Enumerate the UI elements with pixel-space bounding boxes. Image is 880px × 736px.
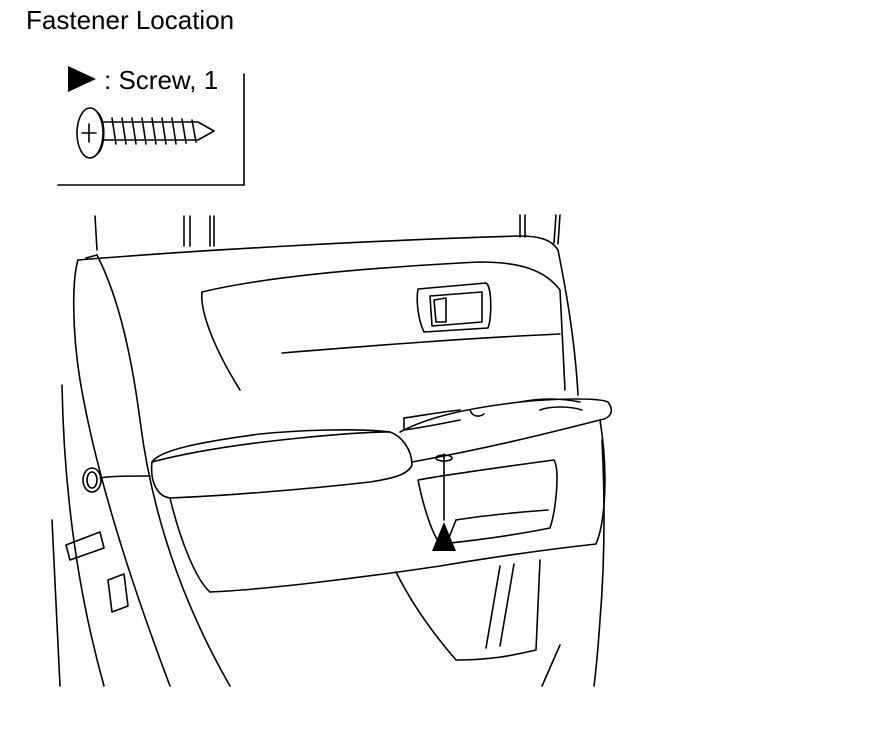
legend-label: : Screw, 1	[104, 65, 219, 95]
page-title: Fastener Location	[26, 5, 235, 35]
triangle-marker-icon	[68, 66, 96, 92]
legend-frame	[57, 73, 245, 186]
door-panel	[51, 214, 613, 687]
screw-location-marker-icon	[432, 522, 456, 551]
screw-icon	[76, 107, 215, 159]
